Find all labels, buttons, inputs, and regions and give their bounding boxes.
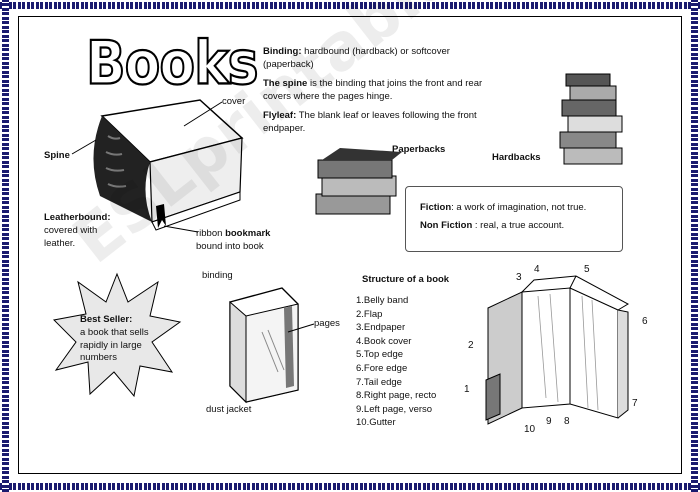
diagram-number: 2 (468, 340, 474, 351)
diagram-number: 5 (584, 264, 590, 275)
hardbacks-label: Hardbacks (492, 152, 541, 163)
ribbon-arrow (163, 225, 199, 233)
diagram-number: 4 (534, 264, 540, 275)
paperbacks-stack-image (315, 148, 402, 215)
best-seller-starburst (52, 272, 182, 398)
structure-list: 1.Belly band 2.Flap 3.Endpaper 4.Book co… (356, 294, 436, 430)
list-item: 7.Tail edge (356, 376, 402, 388)
cover-label: cover (222, 96, 246, 107)
nonfiction-definition: Non Fiction : real, a true account. (420, 220, 565, 231)
hardbacks-stack-image (559, 73, 623, 165)
left-border (2, 0, 9, 492)
flyleaf-definition: Flyleaf: The blank leaf or leaves follow… (263, 110, 477, 134)
diagram-number: 3 (516, 272, 522, 283)
list-item: 4.Book cover (356, 335, 412, 347)
list-item: 10.Gutter (356, 417, 396, 429)
best-seller-text: Best Seller:a book that sells rapidly in… (80, 314, 149, 364)
diagram-number: 10 (524, 424, 536, 435)
list-item: 2.Flap (356, 308, 383, 320)
binding-label: binding (202, 270, 233, 281)
paperbacks-label: Paperbacks (392, 144, 446, 155)
structure-heading: Structure of a book (362, 274, 450, 285)
diagram-number: 6 (642, 316, 648, 327)
list-item: 9.Left page, verso (356, 403, 433, 415)
spine-definition: The spine is the binding that joins the … (263, 78, 483, 102)
diagram-number: 7 (632, 398, 638, 409)
pages-arrow (287, 323, 315, 333)
diagram-number: 1 (464, 384, 470, 395)
spine-arrow (71, 139, 97, 155)
binder-book-image (229, 287, 299, 404)
cover-arrow (183, 101, 223, 127)
page-frame (18, 16, 682, 474)
page-title: Books (85, 29, 260, 99)
diagram-number: 8 (564, 416, 570, 427)
list-item: 1.Belly band (356, 295, 409, 306)
dust-jacket-label: dust jacket (206, 404, 252, 415)
spine-label: Spine (44, 150, 70, 161)
pages-label: pages (314, 318, 340, 329)
list-item: 6.Fore edge (356, 362, 408, 374)
leatherbound-note: Leatherbound:covered with leather. (44, 212, 111, 249)
diagram-number: 9 (546, 416, 552, 427)
binding-definition: Binding: hardbound (hardback) or softcov… (263, 46, 450, 70)
list-item: 5.Top edge (356, 349, 404, 361)
right-border (691, 0, 698, 492)
list-item: 8.Right page, recto (356, 390, 437, 402)
fiction-scroll-box (405, 186, 623, 252)
fiction-definition: Fiction: a work of imagination, not true… (420, 202, 587, 213)
list-item: 3.Endpaper (356, 322, 406, 334)
book-structure-diagram (485, 275, 630, 425)
top-border (0, 2, 700, 9)
leatherbound-book-image (93, 99, 244, 231)
bottom-border (0, 483, 700, 490)
